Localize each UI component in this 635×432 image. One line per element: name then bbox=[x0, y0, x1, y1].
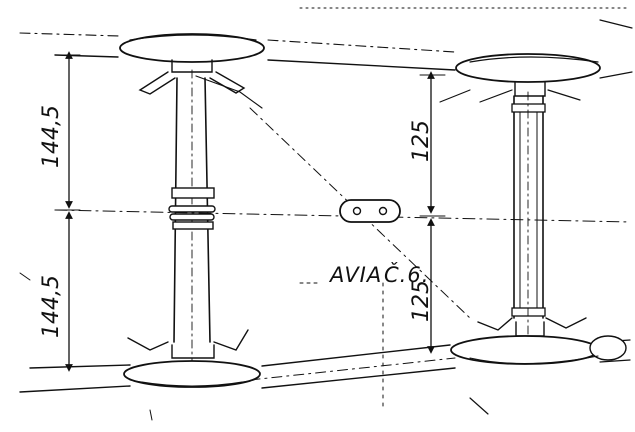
right-lower-dimension: 125 bbox=[409, 280, 434, 322]
left-upper-dimension: 144,5 bbox=[39, 105, 64, 168]
left-dimension-lines bbox=[54, 51, 81, 372]
diagonal-line bbox=[249, 107, 471, 319]
construction-marks bbox=[19, 272, 489, 421]
right-lower-fitting bbox=[450, 317, 627, 365]
right-upper-dimension: 125 bbox=[409, 120, 434, 162]
left-lower-fitting bbox=[123, 329, 261, 388]
left-strut bbox=[168, 69, 216, 381]
caption-text: AVIA bbox=[328, 263, 382, 287]
left-upper-fitting bbox=[119, 33, 265, 109]
caption-mark: Č.6. bbox=[384, 262, 429, 287]
link-plate bbox=[339, 199, 401, 223]
right-dimension-lines bbox=[419, 71, 446, 354]
left-lower-dimension: 144,5 bbox=[39, 275, 64, 338]
right-strut bbox=[511, 91, 546, 361]
right-upper-fitting bbox=[439, 53, 601, 103]
